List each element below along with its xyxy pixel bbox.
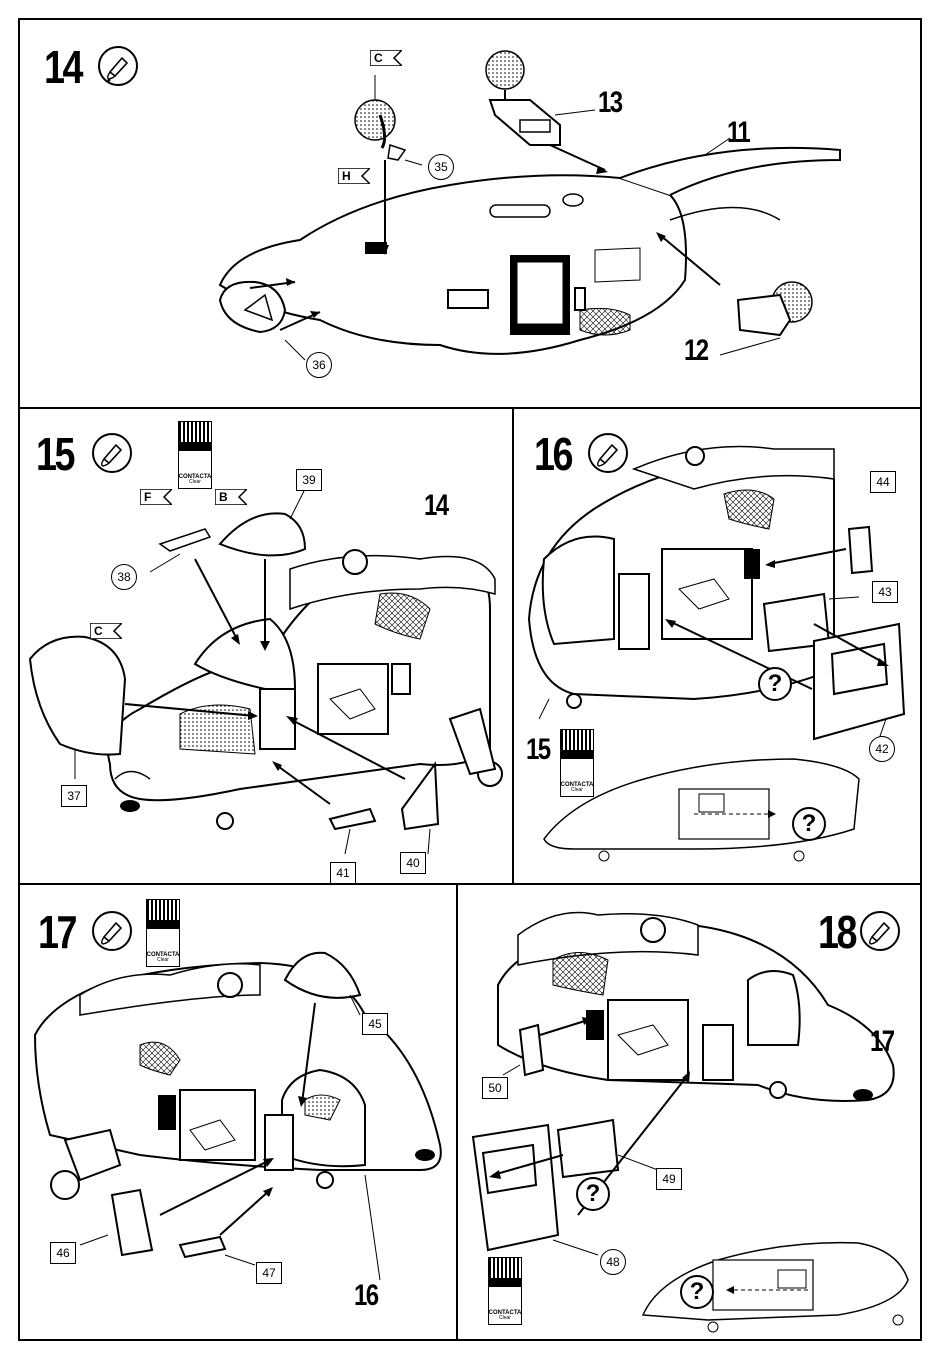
flag-b: B (215, 489, 247, 505)
part-17: 17 (870, 1027, 894, 1057)
part-36: 36 (306, 352, 332, 378)
part-37: 37 (61, 785, 87, 807)
part-46: 46 (50, 1242, 76, 1264)
part-47: 47 (256, 1262, 282, 1284)
part-50: 50 (482, 1077, 508, 1099)
part-13: 13 (598, 88, 622, 118)
part-14: 14 (424, 491, 448, 521)
flag-c: C (370, 50, 402, 66)
helicopter-fuselage-drawing (20, 20, 922, 409)
part-38: 38 (111, 564, 137, 590)
part-45: 45 (362, 1013, 388, 1035)
part-40: 40 (400, 852, 426, 874)
part-44: 44 (870, 471, 896, 493)
helicopter-left-door-drawing (458, 885, 922, 1341)
step-14-panel: 14 (18, 18, 922, 409)
helicopter-door-drawing (514, 409, 922, 885)
part-16: 16 (354, 1281, 378, 1311)
part-12: 12 (684, 336, 708, 366)
question-mark-icon: ? (576, 1177, 610, 1211)
helicopter-right-cockpit-drawing (20, 885, 458, 1341)
part-39: 39 (296, 469, 322, 491)
helicopter-cockpit-drawing (20, 409, 514, 885)
flag-f: F (140, 489, 172, 505)
part-49: 49 (656, 1168, 682, 1190)
question-mark-icon: ? (758, 667, 792, 701)
part-48: 48 (600, 1249, 626, 1275)
part-41: 41 (330, 862, 356, 884)
question-mark-icon: ? (792, 807, 826, 841)
flag-h: H (338, 168, 370, 184)
step-18-panel: 18 (456, 883, 922, 1341)
part-42: 42 (869, 736, 895, 762)
flag-c: C (90, 623, 122, 639)
step-16-panel: 16 (512, 407, 922, 885)
question-mark-icon: ? (680, 1275, 714, 1309)
part-11: 11 (727, 118, 749, 148)
part-43: 43 (872, 581, 898, 603)
part-15: 15 (526, 735, 550, 765)
part-35: 35 (428, 154, 454, 180)
